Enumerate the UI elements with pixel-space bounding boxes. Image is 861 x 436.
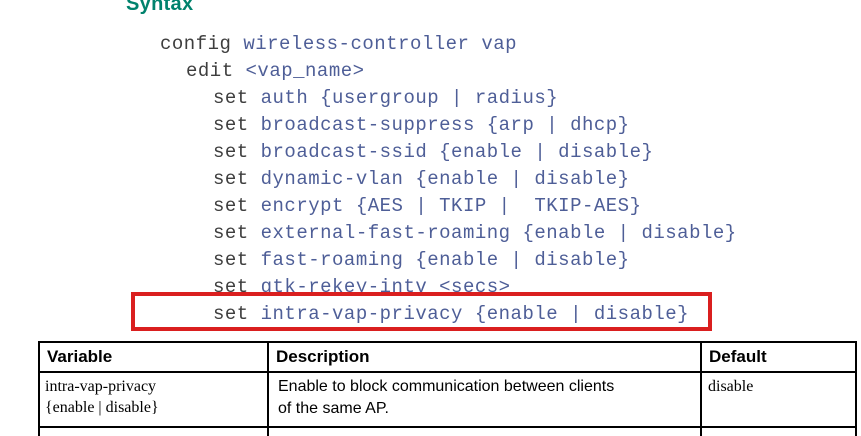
code-keyword: set: [213, 141, 249, 163]
code-keyword: set: [213, 222, 249, 244]
code-line-set-auth: set auth {usergroup | radius}: [160, 85, 737, 112]
code-line-set-encrypt: set encrypt {AES | TKIP | TKIP-AES}: [160, 193, 737, 220]
code-args: intra-vap-privacy {enable | disable}: [248, 303, 690, 325]
code-args: encrypt {AES | TKIP | TKIP-AES}: [248, 195, 642, 217]
cell-description: Enable to block communication between cl…: [267, 371, 702, 428]
cell-variable-partial: [38, 426, 269, 436]
cell-variable: intra-vap-privacy {enable | disable}: [38, 371, 269, 428]
syntax-heading: Syntax: [126, 0, 194, 15]
col-header-default: Default: [700, 341, 857, 373]
code-keyword: set: [213, 249, 249, 271]
code-line-set-fast-roaming: set fast-roaming {enable | disable}: [160, 247, 737, 274]
table-row-partial: [38, 426, 857, 436]
cli-syntax-code-block: config wireless-controller vap edit <vap…: [160, 31, 737, 328]
code-keyword: set: [213, 195, 249, 217]
code-args: fast-roaming {enable | disable}: [248, 249, 630, 271]
code-keyword: set: [213, 87, 249, 109]
code-keyword: set: [213, 276, 249, 298]
code-line-set-dynamic-vlan: set dynamic-vlan {enable | disable}: [160, 166, 737, 193]
code-args: broadcast-ssid {enable | disable}: [248, 141, 654, 163]
description-line-1: Enable to block communication between cl…: [278, 378, 615, 395]
description-line-2: of the same AP.: [278, 400, 389, 417]
table-row: intra-vap-privacy {enable | disable} Ena…: [38, 371, 857, 428]
variables-table: Variable Description Default intra-vap-p…: [38, 341, 857, 436]
code-line-set-broadcast-suppress: set broadcast-suppress {arp | dhcp}: [160, 112, 737, 139]
code-line-set-external-fast-roaming: set external-fast-roaming {enable | disa…: [160, 220, 737, 247]
cell-default: disable: [700, 371, 857, 428]
code-args: dynamic-vlan {enable | disable}: [248, 168, 630, 190]
code-args: auth {usergroup | radius}: [248, 87, 559, 109]
code-args: wireless-controller vap: [231, 33, 518, 55]
code-args: external-fast-roaming {enable | disable}: [248, 222, 737, 244]
code-line-set-broadcast-ssid: set broadcast-ssid {enable | disable}: [160, 139, 737, 166]
code-line-config: config wireless-controller vap: [160, 31, 737, 58]
code-keyword: set: [213, 114, 249, 136]
code-keyword: set: [213, 168, 249, 190]
cell-default-partial: [700, 426, 857, 436]
variable-name: intra-vap-privacy: [45, 378, 157, 395]
col-header-variable: Variable: [38, 341, 269, 373]
table-header-row: Variable Description Default: [38, 341, 857, 373]
code-args: gtk-rekey-intv <secs>: [248, 276, 511, 298]
code-args: broadcast-suppress {arp | dhcp}: [248, 114, 630, 136]
code-keyword: config: [160, 33, 232, 55]
cell-description-partial: [267, 426, 702, 436]
code-line-set-intra-vap-privacy: set intra-vap-privacy {enable | disable}: [160, 301, 737, 328]
col-header-description: Description: [267, 341, 702, 373]
code-line-set-gtk-rekey-intv: set gtk-rekey-intv <secs>: [160, 274, 737, 301]
variable-options: {enable | disable}: [45, 399, 159, 416]
code-keyword: set: [213, 303, 249, 325]
code-keyword: edit: [186, 60, 234, 82]
code-line-edit: edit <vap_name>: [160, 58, 737, 85]
code-args: <vap_name>: [233, 60, 365, 82]
